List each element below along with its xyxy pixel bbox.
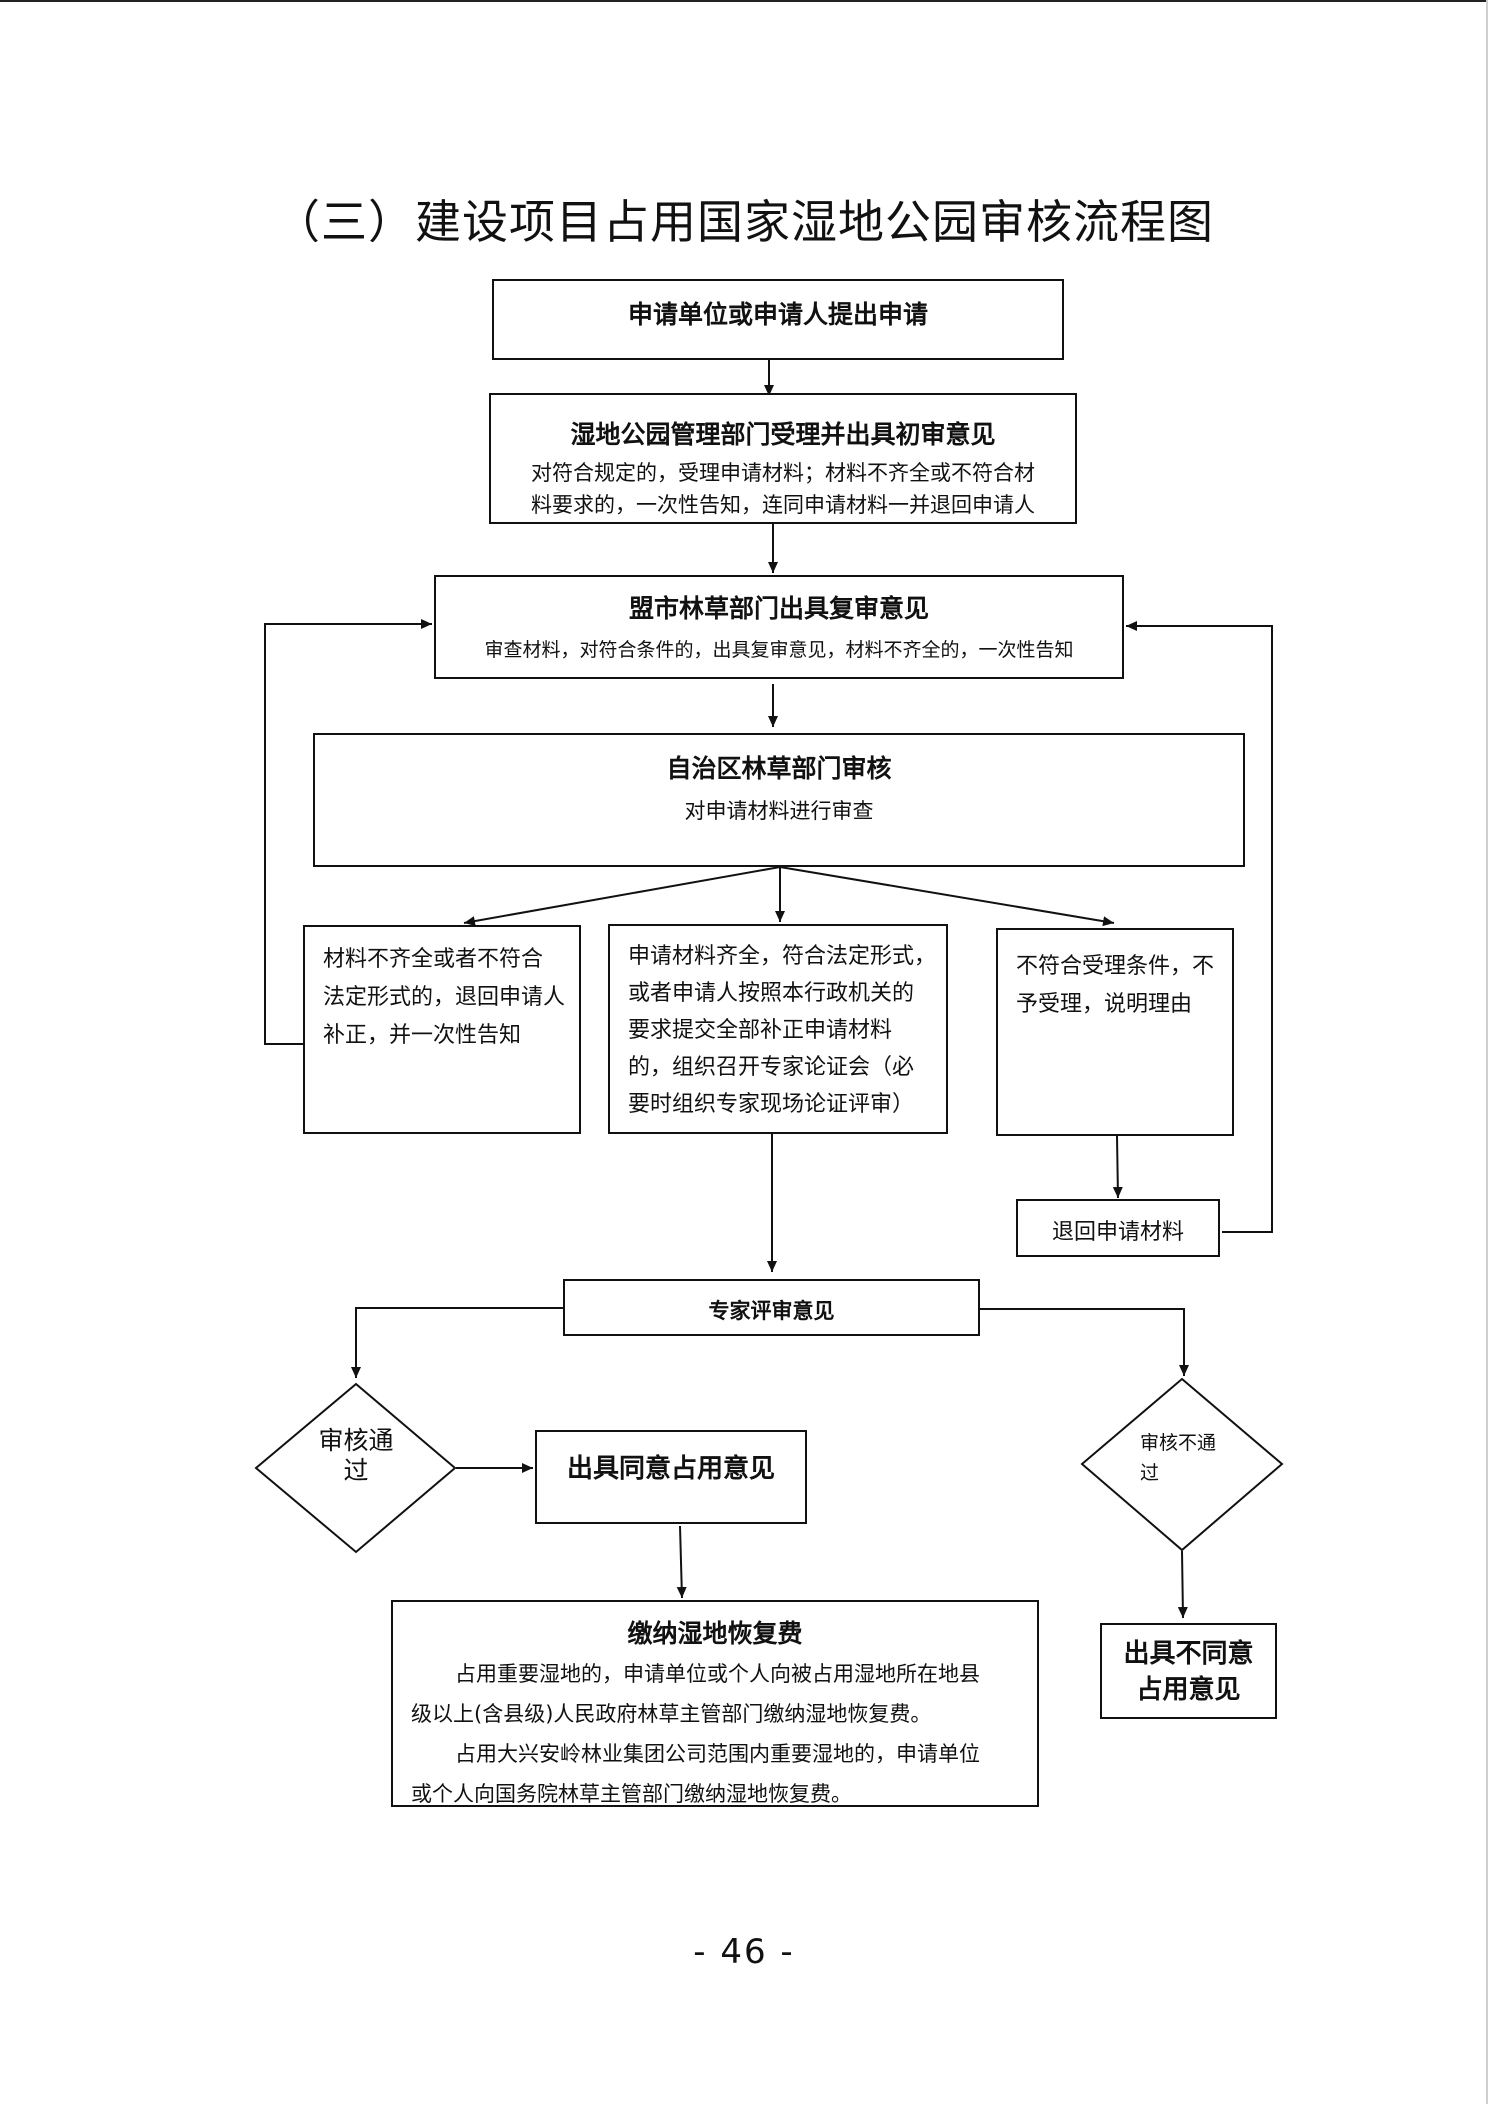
node-expert: 专家评审意见 [563,1279,980,1336]
node-fee: 缴纳湿地恢复费 占用重要湿地的，申请单位或个人向被占用湿地所在地县 级以上(含县… [391,1600,1039,1807]
node-incomplete-line: 材料不齐全或者不符合 [323,947,544,972]
node-fee-line: 级以上(含县级)人民政府林草主管部门缴纳湿地恢复费。 [411,1702,932,1726]
node-incomplete-line: 法定形式的，退回申请人 [323,985,566,1010]
node-return-materials: 退回申请材料 [1016,1199,1220,1257]
node-reject: 不符合受理条件，不 予受理，说明理由 [996,928,1234,1136]
node-fee-line: 占用大兴安岭林业集团公司范围内重要湿地的，申请单位 [455,1742,980,1766]
node-fee-line: 或个人向国务院林草主管部门缴纳湿地恢复费。 [411,1782,852,1806]
node-return-materials-label: 退回申请材料 [1051,1220,1184,1245]
loop-incomplete-to-league [264,619,432,1045]
node-disagree-content: 出具不同意 占用意见 [1102,1636,1275,1708]
node-disagree-line: 出具不同意 [1123,1639,1254,1669]
node-complete-line: 或者申请人按照本行政机关的 [628,981,915,1006]
node-apply: 申请单位或申请人提出申请 [492,279,1064,360]
node-disagree: 出具不同意 占用意见 [1100,1623,1277,1719]
node-league-review: 盟市林草部门出具复审意见 审查材料，对符合条件的，出具复审意见，材料不齐全的，一… [434,575,1124,679]
decision-pass-diamond [254,1382,457,1554]
node-league-review-header: 盟市林草部门出具复审意见 [628,594,929,623]
node-complete-line: 要求提交全部补正申请材料 [628,1018,893,1043]
node-agree: 出具同意占用意见 [535,1430,807,1524]
arrow-agree-to-fee [676,1525,687,1599]
node-region-review-header: 自治区林草部门审核 [666,754,892,783]
page-number: - 46 - [693,1932,795,1972]
node-reject-content: 不符合受理条件，不 予受理，说明理由 [1016,948,1232,1024]
arrow-reject-to-return [1112,1135,1123,1199]
node-park-review-header: 湿地公园管理部门受理并出具初审意见 [570,420,996,449]
node-complete-line: 要时组织专家现场论证评审） [628,1092,915,1117]
arrow-expert-to-fail [980,1308,1189,1376]
node-park-review-content: 对符合规定的，受理申请材料；材料不齐全或不符合材 料要求的，一次性告知，连同申请… [491,457,1075,521]
node-disagree-line: 占用意见 [1136,1675,1241,1705]
arrow-expert-to-pass [351,1307,563,1378]
node-reject-line: 不符合受理条件，不 [1016,954,1215,979]
node-fee-line: 占用重要湿地的，申请单位或个人向被占用湿地所在地县 [455,1662,980,1686]
node-expert-label: 专家评审意见 [708,1299,835,1323]
node-league-review-line: 审查材料，对符合条件的，出具复审意见，材料不齐全的，一次性告知 [484,639,1074,661]
decision-pass-text: 审核通 过 [296,1426,416,1486]
decision-fail-line: 过 [1140,1462,1160,1484]
page-top-rule [0,0,1488,2]
node-incomplete: 材料不齐全或者不符合 法定形式的，退回申请人 补正，并一次性告知 [303,925,581,1134]
decision-fail-diamond [1080,1377,1284,1552]
node-park-review-line: 对符合规定的，受理申请材料；材料不齐全或不符合材 [531,461,1035,485]
decision-pass-line: 审核通 [318,1426,394,1455]
node-reject-line: 予受理，说明理由 [1016,992,1193,1017]
page-right-rule [1486,0,1488,2104]
node-park-review: 湿地公园管理部门受理并出具初审意见 对符合规定的，受理申请材料；材料不齐全或不符… [489,393,1077,524]
node-apply-header: 申请单位或申请人提出申请 [627,300,928,329]
node-complete-line: 的，组织召开专家论证会（必 [628,1055,915,1080]
node-complete-line: 申请材料齐全，符合法定形式， [628,944,937,969]
loop-return-to-league [1126,621,1273,1233]
node-region-review-line: 对申请材料进行审查 [684,799,874,823]
arrow-fail-to-disagree [1177,1550,1188,1619]
decision-fail-text: 审核不通 过 [1140,1428,1250,1488]
page-title: （三）建设项目占用国家湿地公园审核流程图 [274,195,1214,249]
decision-fail-line: 审核不通 [1140,1432,1217,1454]
node-incomplete-content: 材料不齐全或者不符合 法定形式的，退回申请人 补正，并一次性告知 [323,941,579,1055]
node-complete-content: 申请材料齐全，符合法定形式， 或者申请人按照本行政机关的 要求提交全部补正申请材… [628,938,946,1123]
node-fee-header: 缴纳湿地恢复费 [627,1619,803,1648]
node-fee-content: 占用重要湿地的，申请单位或个人向被占用湿地所在地县 级以上(含县级)人民政府林草… [411,1654,1019,1814]
node-incomplete-line: 补正，并一次性告知 [323,1023,522,1048]
node-agree-label: 出具同意占用意见 [566,1454,775,1484]
node-region-review: 自治区林草部门审核 对申请材料进行审查 [313,733,1245,867]
arrow-region-to-incomplete [463,866,781,927]
arrow-region-to-reject [779,866,1115,927]
node-park-review-line: 料要求的，一次性告知，连同申请材料一并退回申请人 [531,493,1035,517]
node-complete: 申请材料齐全，符合法定形式， 或者申请人按照本行政机关的 要求提交全部补正申请材… [608,924,948,1134]
decision-pass-line: 过 [343,1456,369,1485]
